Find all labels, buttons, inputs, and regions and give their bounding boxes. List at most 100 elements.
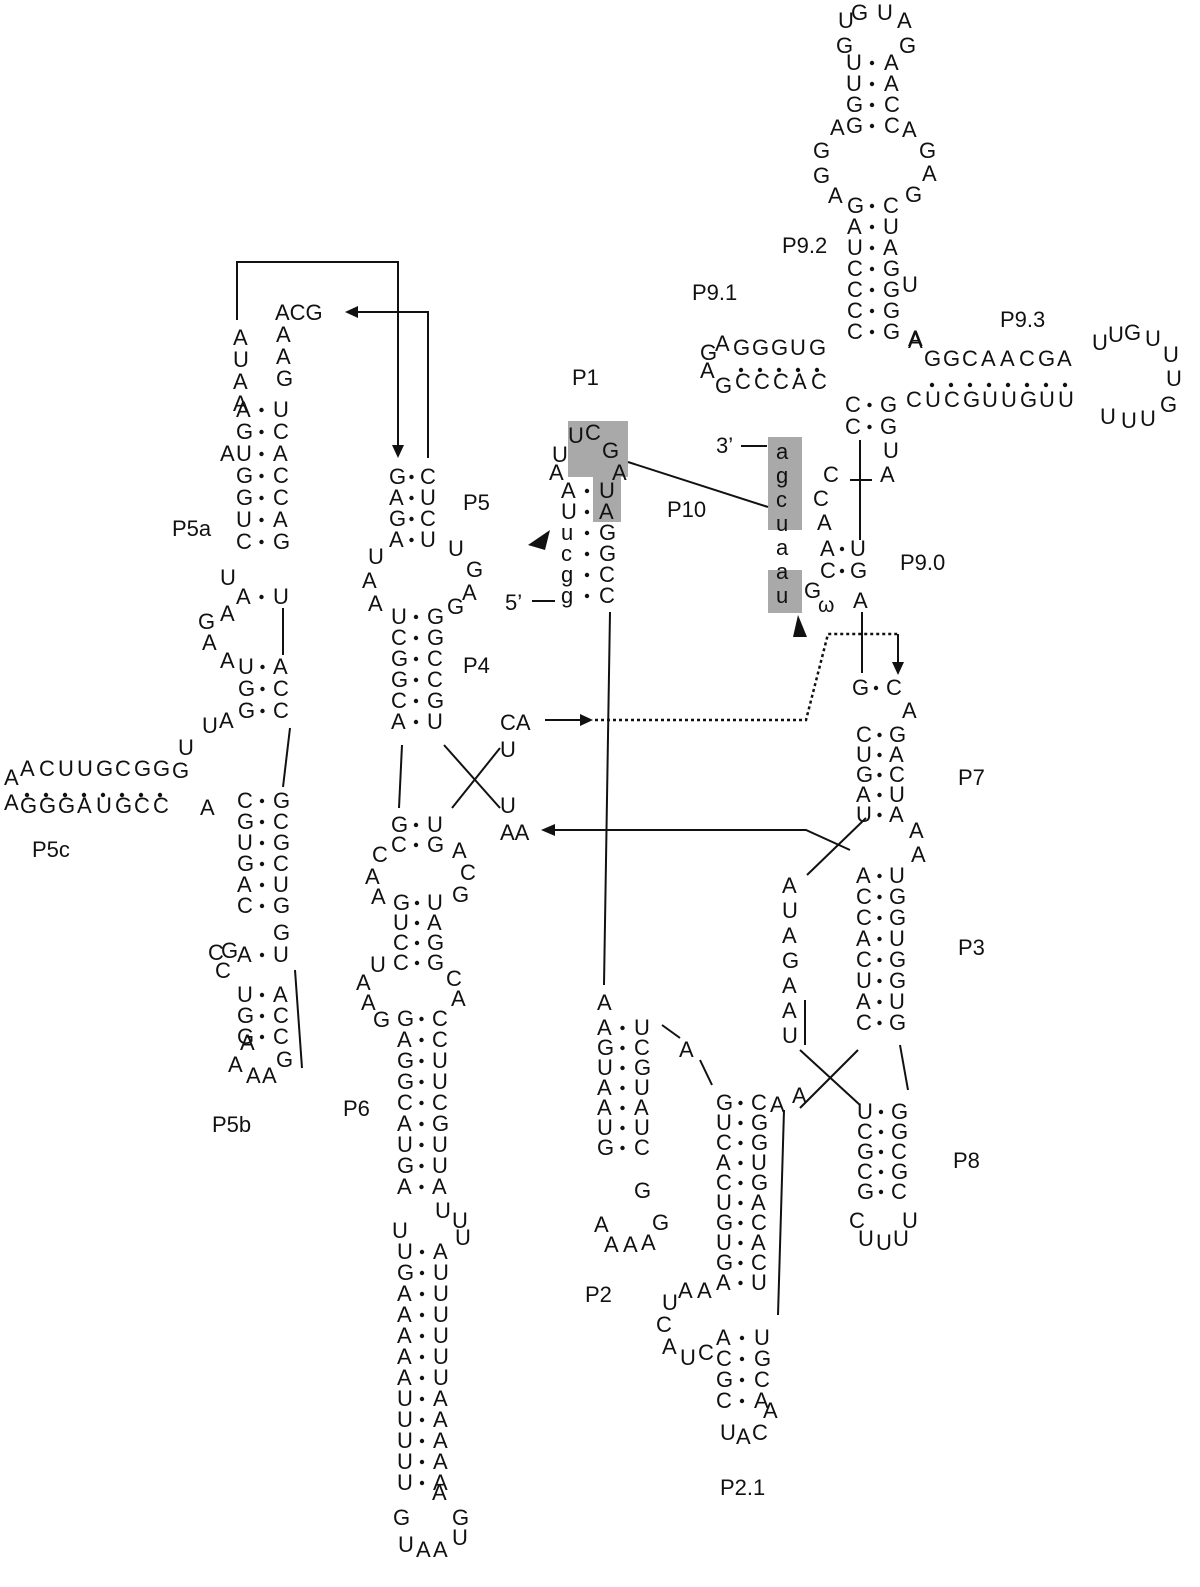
p3-stem-right: U [889,989,905,1014]
p5b-stem-pair-dot [259,798,265,804]
p6-stem2-pair-dot [419,1100,424,1106]
p9-1-pair-dot [795,367,801,373]
p7-stem2-right: G [889,722,906,747]
p5-bulge: A [368,591,383,616]
p6-stem3-pair-dot [419,1333,425,1339]
p9-3-top: A [908,326,923,351]
p6-loop: U [452,1525,468,1550]
p5b-stem3-right: C [273,1024,289,1049]
p2-1-stem2-left: A [716,1325,731,1350]
p8-stem-left: C [857,1159,873,1184]
p3-stem-right: G [889,1010,906,1035]
p9-2-stem-right: A [884,50,899,75]
label-p2: P2 [585,1282,612,1307]
p6-stem1-right: A [427,910,442,935]
p9-2-stem2-left: C [847,277,863,302]
p9-3-pair-dot [1024,382,1030,388]
p2-loop: A [594,1212,609,1237]
p6-stem2-pair-dot [419,1079,424,1085]
p3-stem-left: C [856,884,872,909]
p9-3-bottom: C [944,387,960,412]
p5a-stem2-left: G [236,419,253,444]
p6-top-left: C [391,832,407,857]
p5-stem-pair-dot [409,495,414,501]
p6-bulge3: U [452,1208,468,1233]
p2-1-stem-right: U [751,1150,767,1175]
p6-stem2-right: C [432,1090,448,1115]
p9-2-stem-right: C [884,113,900,138]
p6-stem3-left: U [397,1449,413,1474]
p5a-stem2-right: A [273,507,288,532]
p7-stem2-pair-dot [877,772,882,778]
p4-stem-pair-dot [413,719,419,725]
p5c-loop: A [4,765,19,790]
p5a-stem4-pair-dot [260,664,265,670]
label-p5: P5 [463,490,490,515]
p9-1-pair-dot [738,367,744,373]
p6-stem3-left: A [397,1281,412,1306]
p6-bulge: G [452,882,469,907]
p9-2-stem-left: U [846,50,862,75]
p5c-top: C [39,756,55,781]
p9-2-bulge-u: U [902,272,918,297]
p4-stem-pair-dot [413,698,419,704]
p5a-stem-pair-dot [259,407,264,413]
p5a-stem2-right: C [273,485,289,510]
p9-1-pair-dot [814,367,820,373]
p6-stem2-left: A [397,1111,412,1136]
p6-stem3-pair-dot [419,1249,425,1255]
p3-stem-right: G [889,968,906,993]
p9-2-stem2-left: C [847,319,863,344]
p4-stem-right: G [427,688,444,713]
p2-1-stem-right: A [751,1230,766,1255]
p2-1-bulge: C [698,1340,714,1365]
p9-2-stem-right: C [884,92,900,117]
p2-stem-right: C [634,1135,650,1160]
j-strand-p3: G [782,948,799,973]
p1-stem-right: C [599,583,615,608]
p2-stem-pair-dot [620,1045,625,1051]
p2-stem-left: U [597,1055,613,1080]
p9-1-pair-dot [757,367,763,373]
p9-3-top: A [1000,346,1015,371]
p9-0-pair-left: A [820,536,835,561]
p2-1-stem2-right: U [754,1325,770,1350]
p9-2-stem2-pair-dot [869,245,875,251]
p6-stem2-pair-dot [419,1142,424,1148]
p2-1-stem2-pair-dot [739,1377,745,1383]
highlight-box-p10-agcu [768,437,802,530]
p6-stem3-pair-dot [419,1459,425,1465]
p8-stem-right: C [891,1179,907,1204]
p9-3-pair-dot [1005,382,1011,388]
p9-3-loop: U [1166,366,1182,391]
j-strand-p3: A [782,873,797,898]
p5a-stem2-left: U [236,441,252,466]
p5b-stem3-left: G [237,1024,254,1049]
p6-stem3-pair-dot [419,1396,425,1402]
p4-stem-pair-dot [413,677,419,683]
p9-0-pair-right: G [850,558,867,583]
p5b-stem-left: C [237,788,253,813]
line-p2-1-right [777,1109,785,1316]
p5a-left: A [233,325,248,350]
p5c-bottom: G [39,793,56,818]
p8-stem-right: G [891,1099,908,1124]
p5c-pair-dot [157,792,163,798]
p9-3-bottom: C [906,387,922,412]
j-strand-p3: U [782,1023,798,1048]
p9-3-loop: U [1163,342,1179,367]
p9-0-stem-left: C [845,414,861,439]
p9-0-stem-left: C [845,392,861,417]
p5c-bottom: A [200,795,215,820]
p5a-stem2-right: A [273,441,288,466]
p9-2-stem-left: U [846,71,862,96]
p5c-top: C [115,756,131,781]
p9-1-loop: G [700,340,717,365]
p2-1-stem2-pair-dot [739,1356,745,1362]
p6-bulge: C [372,842,388,867]
aa-strand: AA [500,820,530,845]
p3-stem-right: U [889,926,905,951]
p5b-stem-right: C [273,809,289,834]
p1-stem-right: U [599,478,615,503]
p8-stem-pair-dot [878,1169,884,1175]
